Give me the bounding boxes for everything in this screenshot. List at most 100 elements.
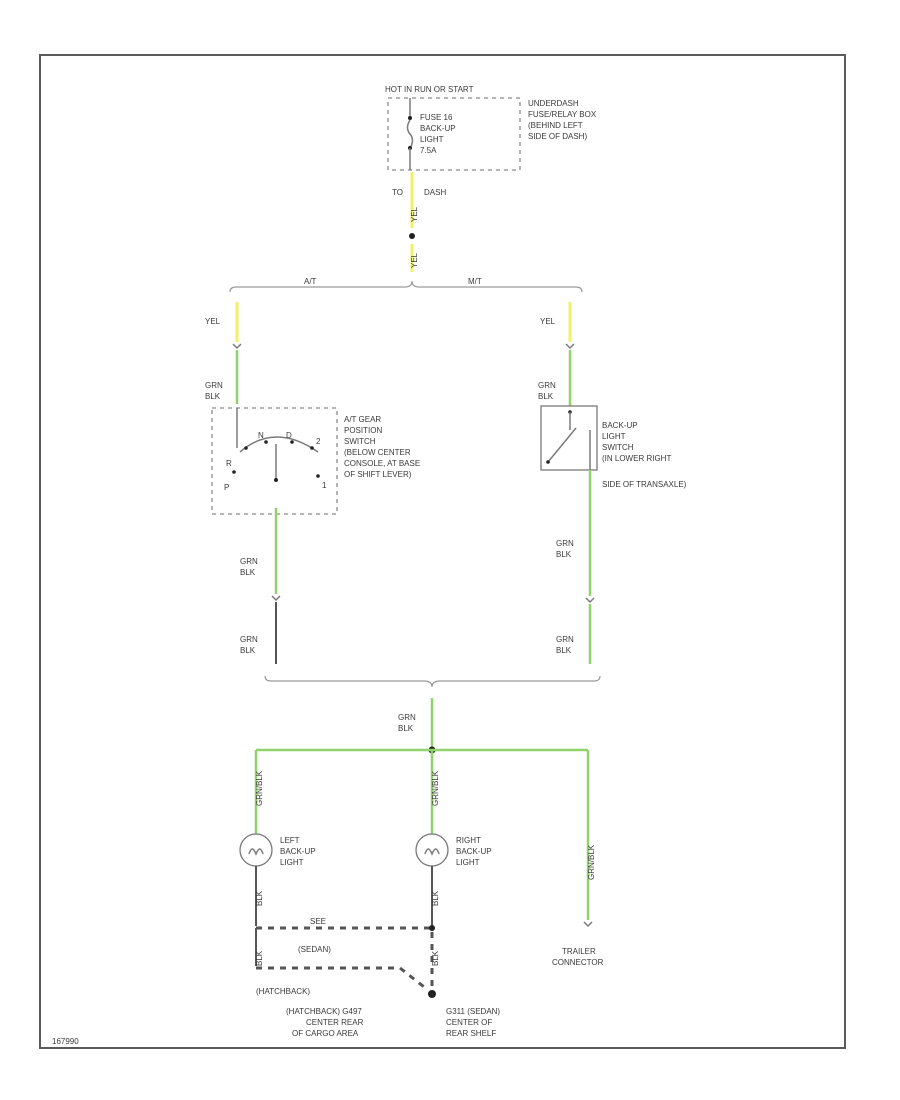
mt-grn-label-2: GRN (556, 539, 574, 548)
trailer-connector-symbol (583, 921, 593, 928)
at-switch-arc (239, 436, 319, 453)
ground-splice-right (429, 925, 435, 931)
fusebox-label-1: UNDERDASH (528, 99, 579, 108)
left-lamp-label-2: BACK-UP (280, 847, 316, 856)
fuse-label-1: FUSE 16 (420, 113, 453, 122)
at-blk-label-2: BLK (240, 568, 256, 577)
trailer-label-1: TRAILER (562, 947, 596, 956)
at-connector-2 (271, 595, 281, 602)
transmission-brace: A/T M/T (229, 277, 583, 293)
at-switch-label-5: CONSOLE, AT BASE (344, 459, 420, 468)
brace-mt-label: M/T (468, 277, 482, 286)
right-lamp-out-label: BLK (431, 890, 440, 906)
fusebox-label-3: (BEHIND LEFT (528, 121, 583, 130)
right-lamp-label-3: LIGHT (456, 858, 480, 867)
ground-right-label: BLK (431, 950, 440, 966)
feed-splice (409, 233, 415, 239)
right-lamp-label-1: RIGHT (456, 836, 481, 845)
at-pos-2: 2 (316, 437, 321, 446)
ground-right-desc-1: G311 (SEDAN) (446, 1007, 500, 1016)
feed-yel-label-2: YEL (410, 252, 419, 268)
fuse-label-3: LIGHT (420, 135, 444, 144)
mt-grn-label-1: GRN (538, 381, 556, 390)
mt-switch-pivot (546, 460, 550, 464)
at-pos-r: R (226, 459, 232, 468)
ground-left-desc-1: (HATCHBACK) G497 (286, 1007, 362, 1016)
at-switch-pivot (274, 478, 278, 482)
at-pos-1-contact (316, 474, 320, 478)
ground-left-desc-3: OF CARGO AREA (292, 1029, 359, 1038)
fuse-element (406, 119, 414, 149)
fusebox-label-4: SIDE OF DASH) (528, 132, 587, 141)
at-blk-label-3: BLK (240, 646, 256, 655)
feed-to-label: TO (392, 188, 403, 197)
at-pos-p-contact (232, 470, 236, 474)
mt-blk-label-2: BLK (556, 550, 572, 559)
at-switch-label-4: (BELOW CENTER (344, 448, 411, 457)
fuse-label-4: 7.5A (420, 146, 437, 155)
ground-paths: SEE BLK (SEDAN) BLK (HATCHBACK) (255, 917, 440, 998)
sedan-path-label: (SEDAN) (298, 945, 331, 954)
at-pos-d-contact (290, 440, 294, 444)
feed-dash-label: DASH (424, 188, 446, 197)
figure-id: 167990 (52, 1037, 79, 1046)
mt-switch-blade (547, 427, 577, 463)
at-pos-n: N (258, 431, 264, 440)
brace-at-label: A/T (304, 277, 317, 286)
mt-switch-label-3: SWITCH (602, 443, 634, 452)
at-pos-n-contact (264, 440, 268, 444)
mt-branch: YEL GRN BLK BACK-UP LIGHT SWITCH (IN LOW… (538, 302, 687, 664)
at-blk-label-1: BLK (205, 392, 221, 401)
left-backup-lamp: LEFT BACK-UP LIGHT BLK (239, 833, 316, 926)
mt-yel-label: YEL (540, 317, 556, 326)
common-blk-label: BLK (398, 724, 414, 733)
mt-switch-label-5: SIDE OF TRANSAXLE) (602, 480, 687, 489)
at-yel-label: YEL (205, 317, 221, 326)
ground-right-desc-3: REAR SHELF (446, 1029, 496, 1038)
brace-top (229, 280, 583, 293)
diagram-frame (39, 54, 846, 1049)
main-feed: TO DASH YEL YEL (392, 172, 446, 272)
right-lamp-label-2: BACK-UP (456, 847, 492, 856)
ground-left-desc-2: CENTER REAR (306, 1018, 364, 1027)
ground-left-label: BLK (255, 950, 264, 966)
at-pos-p: P (224, 483, 229, 492)
at-connector-1 (232, 343, 242, 350)
at-pos-2-contact (310, 446, 314, 450)
at-branch: YEL GRN BLK R N D 2 P 1 A/T GEAR POSITIO… (205, 302, 420, 664)
right-bulb-filament (424, 848, 440, 857)
power-label: HOT IN RUN OR START (385, 85, 474, 94)
right-bulb-icon (415, 833, 449, 867)
ground-point (428, 990, 436, 998)
fuse-box-outline (387, 97, 521, 171)
mt-connector-1 (565, 343, 575, 350)
left-bulb-filament (248, 848, 264, 857)
at-grn-label-1: GRN (205, 381, 223, 390)
left-lamp-wire-label: GRN/BLK (255, 770, 264, 806)
left-bulb-icon (239, 833, 273, 867)
at-switch-label-2: POSITION (344, 426, 382, 435)
at-switch-label-6: OF SHIFT LEVER) (344, 470, 412, 479)
mt-blk-label-1: BLK (538, 392, 554, 401)
trailer-label-2: CONNECTOR (552, 958, 604, 967)
at-pos-r-contact (244, 446, 248, 450)
fuse-label-2: BACK-UP (420, 124, 456, 133)
common-grn-label: GRN (398, 713, 416, 722)
at-pos-d: D (286, 431, 292, 440)
merge-brace (264, 675, 601, 688)
mt-switch-label-4: (IN LOWER RIGHT (602, 454, 671, 463)
at-pos-1: 1 (322, 481, 327, 490)
at-switch-outline (211, 407, 338, 515)
at-switch-label-3: SWITCH (344, 437, 376, 446)
mt-grn-label-3: GRN (556, 635, 574, 644)
ground-dash-diagonal (399, 966, 429, 992)
left-lamp-out-label: BLK (255, 890, 264, 906)
at-grn-label-3: GRN (240, 635, 258, 644)
right-backup-lamp: RIGHT BACK-UP LIGHT BLK (415, 833, 492, 926)
mt-blk-label-3: BLK (556, 646, 572, 655)
fuse-box: HOT IN RUN OR START FUSE 16 BACK-UP LIGH… (385, 85, 597, 171)
ground-see-label: SEE (310, 917, 326, 926)
mt-switch-label-2: LIGHT (602, 432, 626, 441)
fusebox-label-2: FUSE/RELAY BOX (528, 110, 597, 119)
